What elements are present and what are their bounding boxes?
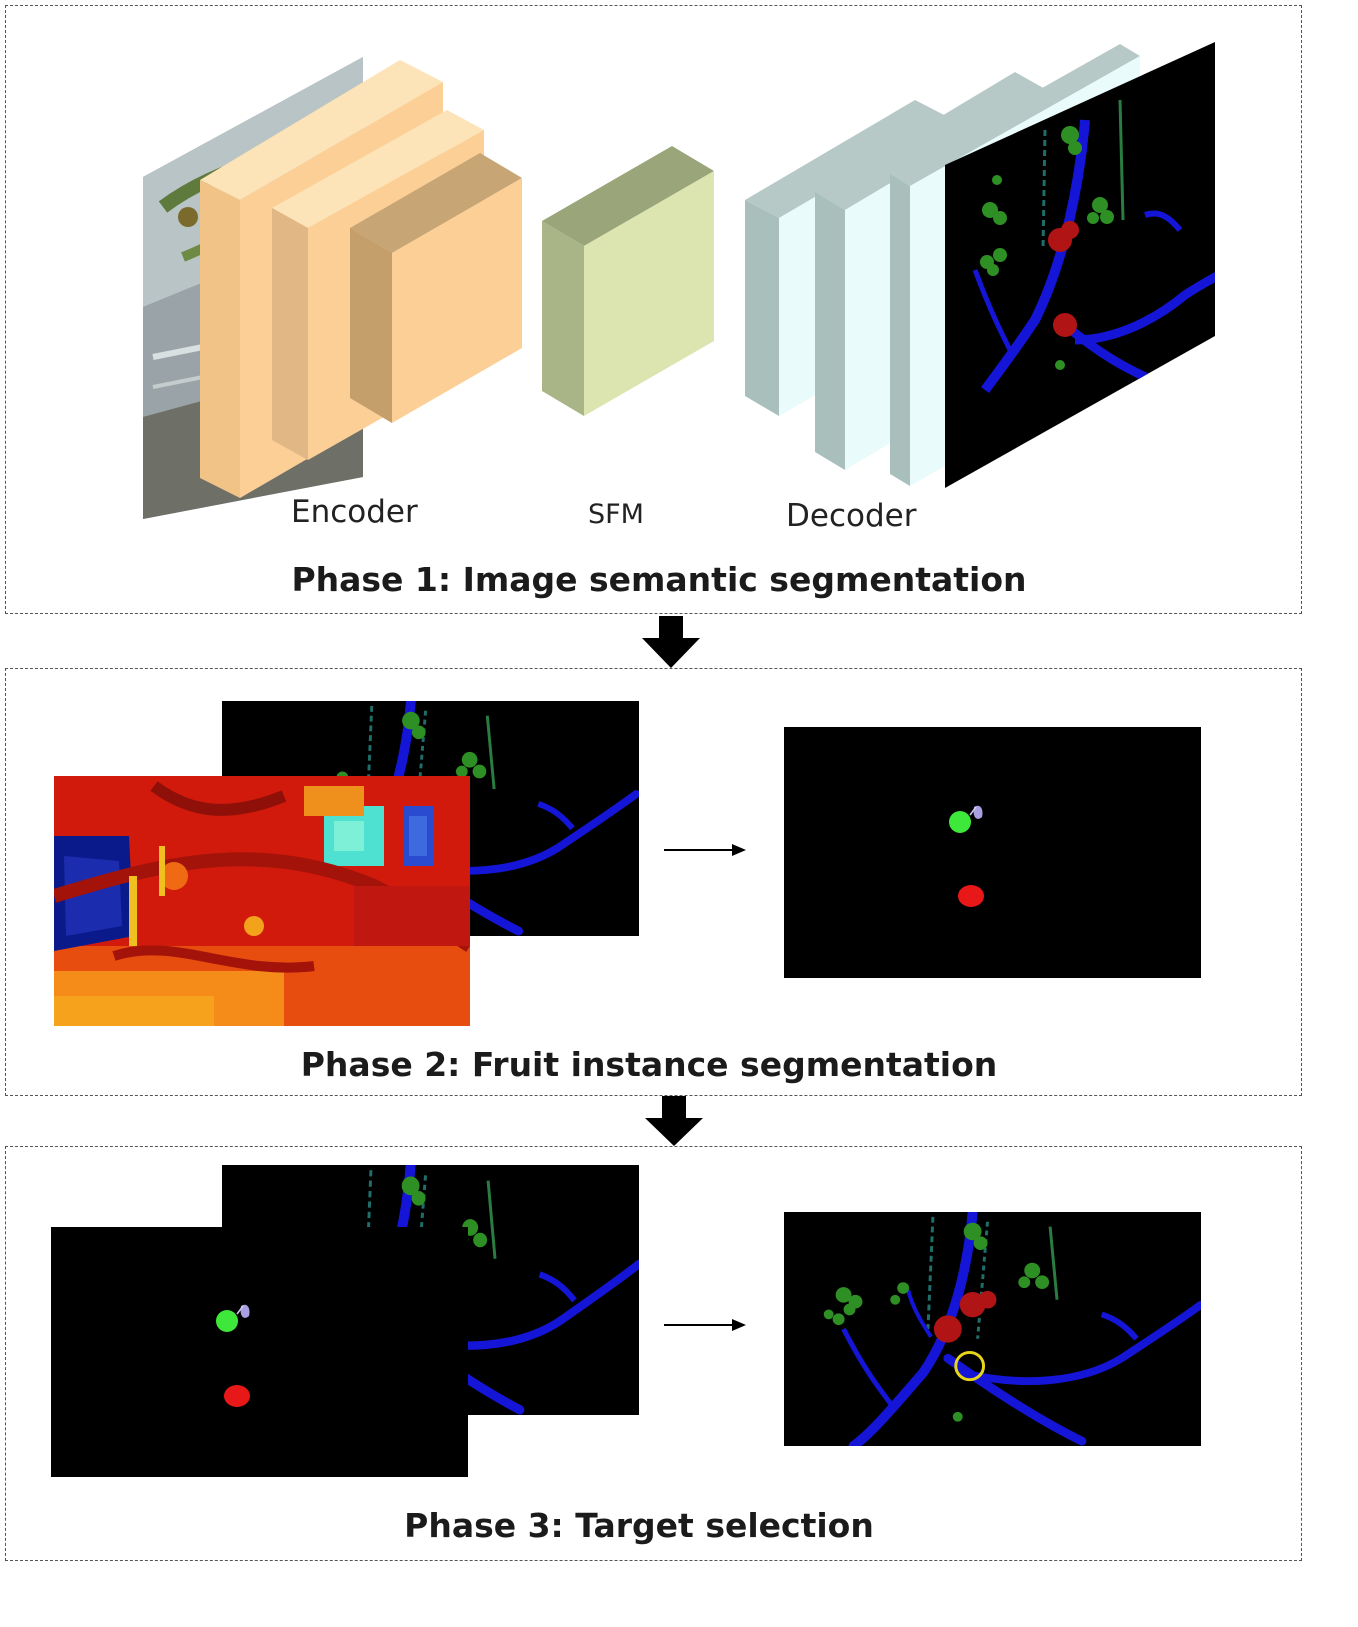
- phase2-title: Phase 2: Fruit instance segmentation: [300, 1045, 998, 1084]
- phase3-title: Phase 3: Target selection: [404, 1506, 874, 1545]
- down-arrow-icon: [642, 616, 700, 672]
- right-arrow-icon: [664, 1317, 746, 1337]
- down-arrow-icon: [645, 1096, 703, 1150]
- instance-map: [784, 727, 1201, 978]
- phase1-title: Phase 1: Image semantic segmentation: [291, 560, 1027, 599]
- encoder-label: Encoder: [291, 494, 418, 530]
- encoder-block-3: [350, 153, 525, 425]
- decoder-label: Decoder: [786, 498, 917, 534]
- sfm-block: [542, 146, 717, 418]
- sfm-label: SFM: [588, 499, 644, 530]
- right-arrow-icon: [664, 842, 746, 862]
- depth-map: [54, 776, 470, 1026]
- instance-map-front: [51, 1227, 468, 1477]
- semantic-output-map: [945, 40, 1217, 490]
- target-selection-map: [784, 1212, 1201, 1446]
- target-circle-icon: [954, 1350, 986, 1382]
